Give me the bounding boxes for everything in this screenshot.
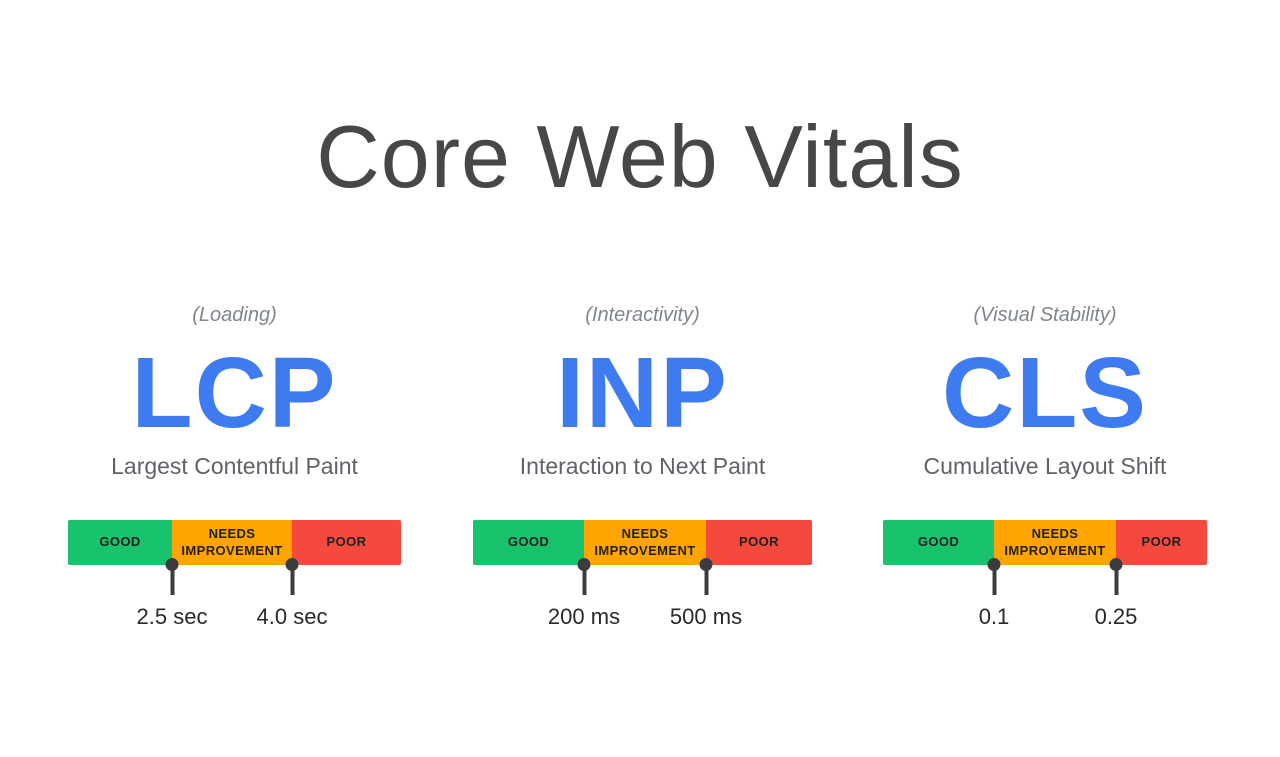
metric-caption-visual-stability: (Visual Stability) bbox=[973, 304, 1117, 326]
metric-acronym-lcp: LCP bbox=[131, 337, 338, 449]
threshold-scale-cls: GOOD NEEDS IMPROVEMENT POOR 0.1 0.25 bbox=[883, 520, 1207, 632]
metric-fullname-cls: Cumulative Layout Shift bbox=[923, 453, 1167, 479]
metric-column-lcp: (Loading) LCP Largest Contentful Paint G… bbox=[68, 302, 401, 632]
scale-segment-poor: POOR bbox=[1116, 520, 1207, 565]
metric-caption-loading: (Loading) bbox=[192, 304, 277, 326]
threshold-marker-pin bbox=[165, 558, 179, 595]
scale-segment-good: GOOD bbox=[68, 520, 172, 565]
scale-bar: GOOD NEEDS IMPROVEMENT POOR bbox=[68, 520, 401, 565]
threshold-label: 200 ms bbox=[547, 604, 621, 629]
metric-fullname-inp: Interaction to Next Paint bbox=[519, 453, 766, 479]
metrics-row: (Loading) LCP Largest Contentful Paint G… bbox=[68, 302, 1280, 632]
scale-bar: GOOD NEEDS IMPROVEMENT POOR bbox=[473, 520, 812, 565]
threshold-label: 500 ms bbox=[669, 604, 743, 629]
scale-segment-poor: POOR bbox=[706, 520, 812, 565]
scale-segment-good: GOOD bbox=[883, 520, 994, 565]
metric-column-inp: (Interactivity) INP Interaction to Next … bbox=[473, 302, 812, 632]
metric-fullname-lcp: Largest Contentful Paint bbox=[111, 453, 358, 479]
scale-segment-needs-improvement: NEEDS IMPROVEMENT bbox=[172, 520, 292, 565]
metric-caption-interactivity: (Interactivity) bbox=[585, 304, 700, 326]
threshold-scale-lcp: GOOD NEEDS IMPROVEMENT POOR 2.5 sec 4.0 … bbox=[68, 520, 401, 632]
threshold-label: 2.5 sec bbox=[136, 604, 208, 629]
threshold-marker-pin bbox=[699, 558, 713, 595]
threshold-marker-pin bbox=[1109, 558, 1123, 595]
threshold-marker-pin bbox=[577, 558, 591, 595]
scale-segment-needs-improvement: NEEDS IMPROVEMENT bbox=[994, 520, 1116, 565]
threshold-label: 0.1 bbox=[978, 604, 1010, 629]
metric-acronym-cls: CLS bbox=[942, 337, 1148, 449]
threshold-marker-pin bbox=[987, 558, 1001, 595]
scale-segment-poor: POOR bbox=[292, 520, 401, 565]
scale-bar: GOOD NEEDS IMPROVEMENT POOR bbox=[883, 520, 1207, 565]
threshold-marker-pin bbox=[285, 558, 299, 595]
metric-column-cls: (Visual Stability) CLS Cumulative Layout… bbox=[883, 302, 1207, 632]
metric-acronym-inp: INP bbox=[556, 337, 729, 449]
threshold-label: 0.25 bbox=[1094, 604, 1138, 629]
scale-segment-good: GOOD bbox=[473, 520, 584, 565]
page-title: Core Web Vitals bbox=[316, 107, 964, 206]
scale-segment-needs-improvement: NEEDS IMPROVEMENT bbox=[584, 520, 706, 565]
threshold-label: 4.0 sec bbox=[256, 604, 328, 629]
threshold-scale-inp: GOOD NEEDS IMPROVEMENT POOR 200 ms 500 m… bbox=[473, 520, 812, 632]
